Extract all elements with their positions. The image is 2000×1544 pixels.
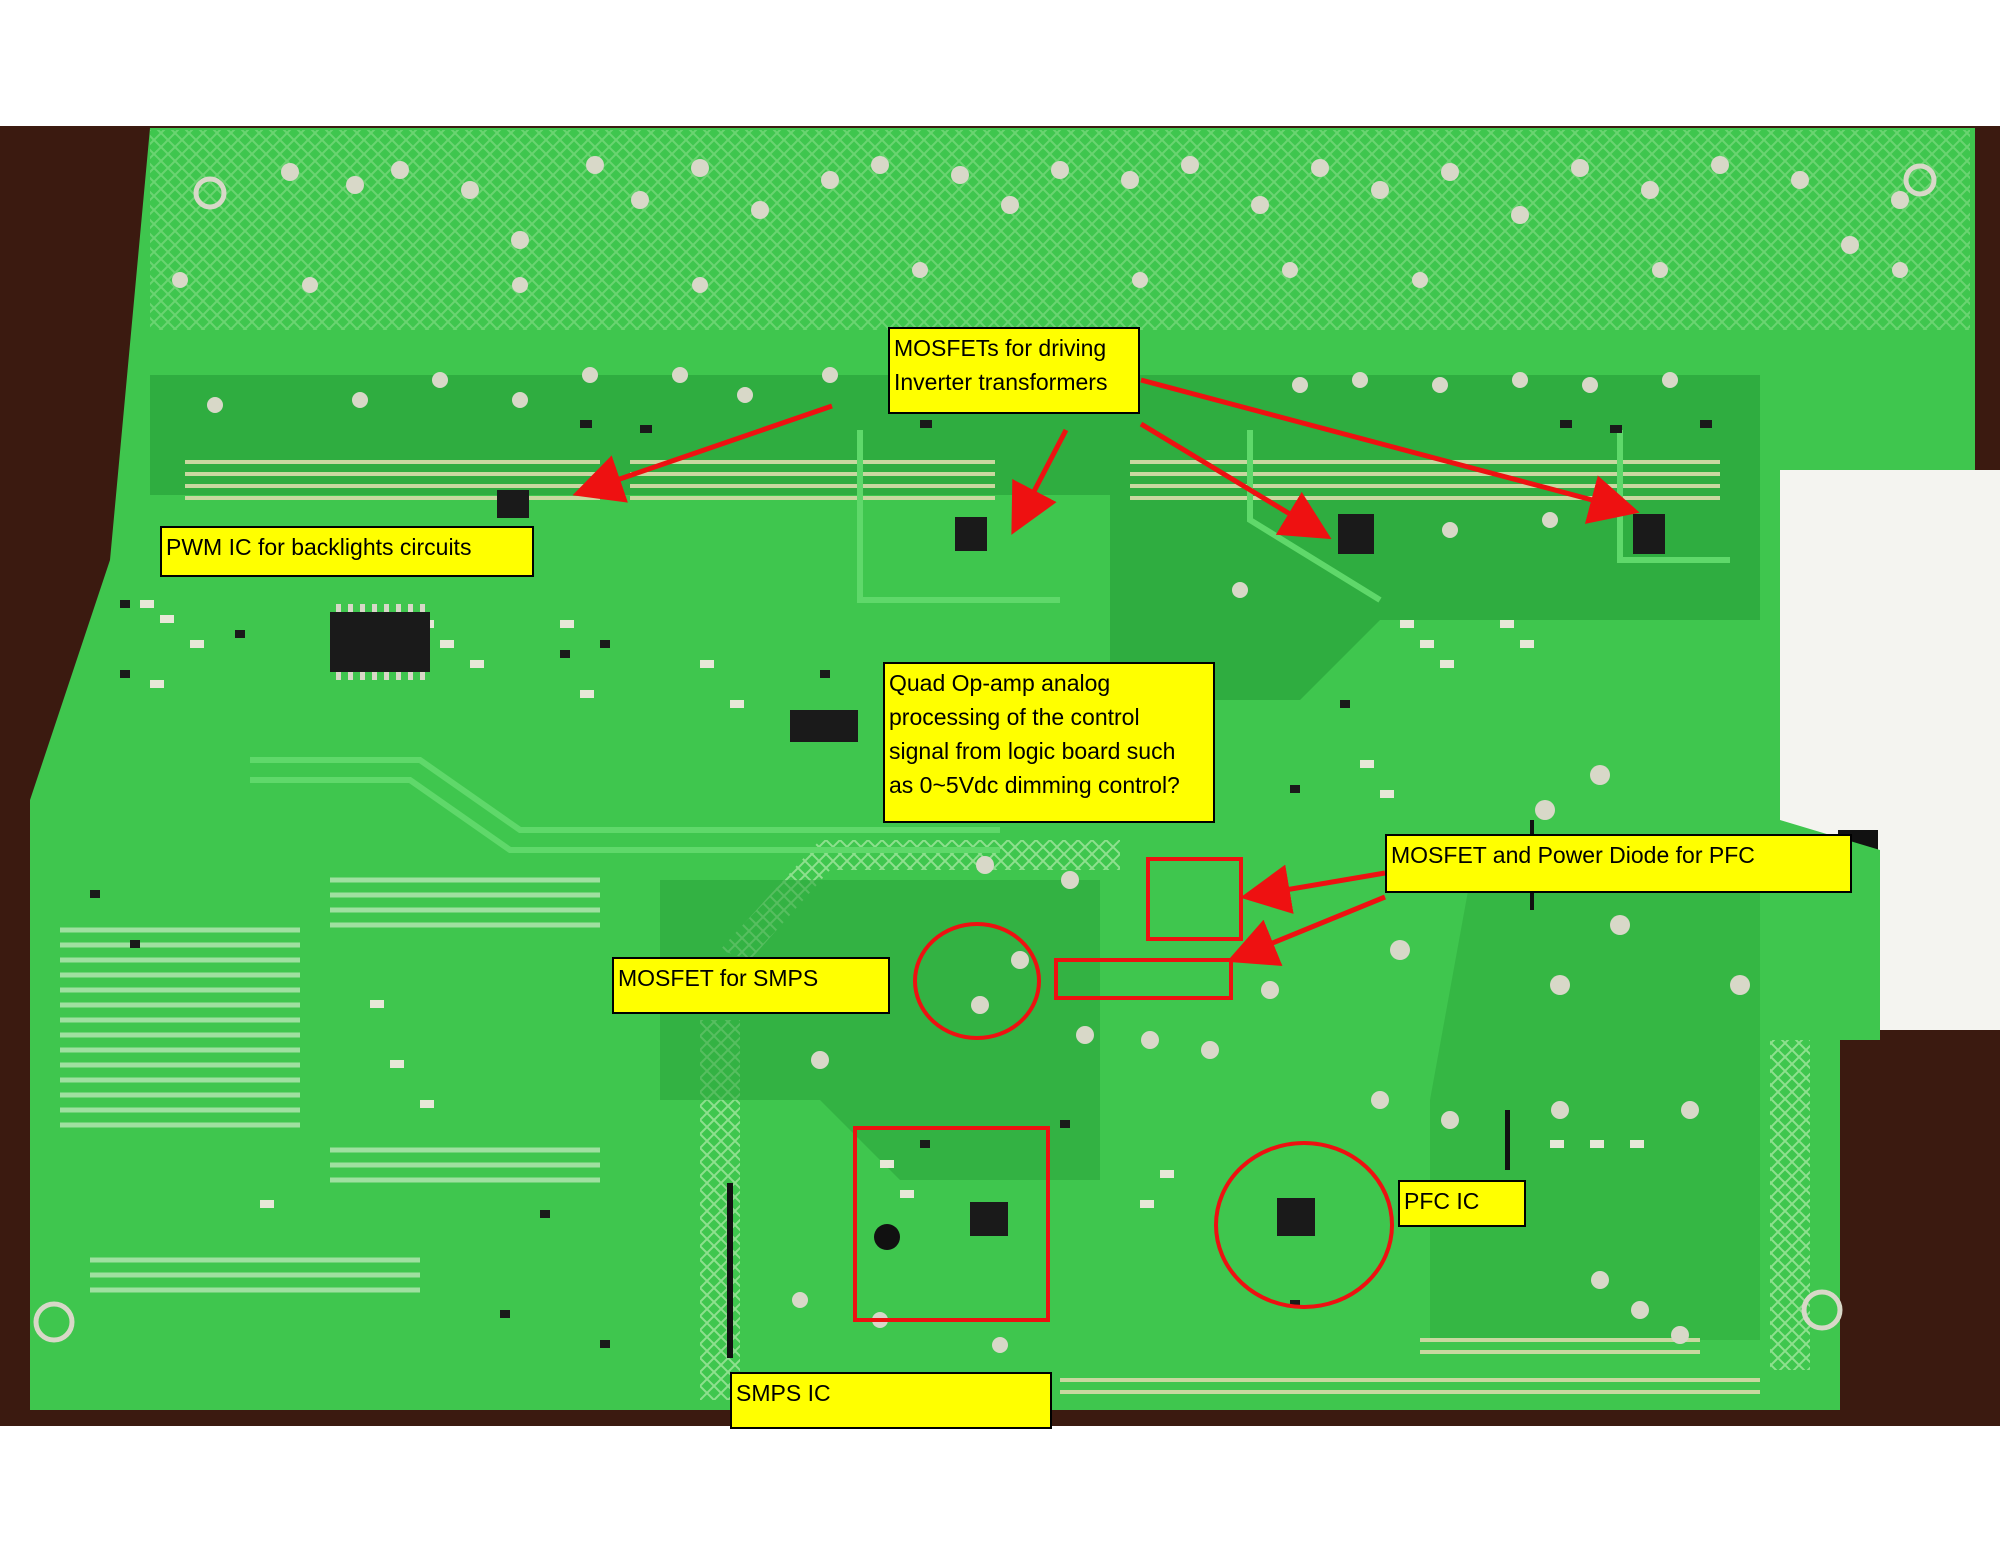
hatch-right-bottom <box>1770 1040 1810 1370</box>
trace-bank-bottom <box>1060 1338 1760 1394</box>
black-strip-2 <box>1505 1110 1510 1170</box>
black-strip-1 <box>727 1183 733 1358</box>
chip-pwm-ic <box>330 604 430 680</box>
copper-region-center <box>660 880 1100 1180</box>
chip-mosfet-2 <box>1338 514 1374 554</box>
hatch-center <box>720 840 1120 960</box>
label-mosfets-inverter: MOSFETs for driving Inverter transformer… <box>888 327 1140 414</box>
smd-resistors <box>140 600 1644 1208</box>
copper-region-right-lower <box>1430 880 1760 1340</box>
label-smps-ic: SMPS IC <box>730 1372 1052 1429</box>
mounting-holes <box>33 163 1937 1343</box>
chip-mosfet-3 <box>1633 514 1665 554</box>
trace-bank-left <box>60 877 600 1293</box>
label-quad-opamp: Quad Op-amp analog processing of the con… <box>883 662 1215 823</box>
transformer-pads-top <box>172 156 1909 293</box>
copper-region-right <box>1110 495 1760 700</box>
chip-mosfet-1 <box>955 517 987 551</box>
label-mosfet-diode-pfc: MOSFET and Power Diode for PFC <box>1385 834 1852 893</box>
label-pfc-ic: PFC IC <box>1398 1180 1526 1227</box>
smps-hole <box>874 1224 900 1250</box>
chip-pfc-ic <box>1277 1198 1315 1236</box>
label-pwm-ic: PWM IC for backlights circuits <box>160 526 534 577</box>
annotation-arrows <box>572 377 1640 966</box>
chip-smps-ic <box>970 1202 1008 1236</box>
hatch-top <box>150 130 1970 330</box>
diagonal-traces <box>250 430 1730 853</box>
chip-mosfet-4 <box>497 490 529 518</box>
label-mosfet-smps: MOSFET for SMPS <box>612 957 890 1014</box>
chip-quad-opamp <box>790 710 858 742</box>
annotation-highlights <box>853 857 1394 1322</box>
mid-board-pads <box>207 367 1750 1353</box>
